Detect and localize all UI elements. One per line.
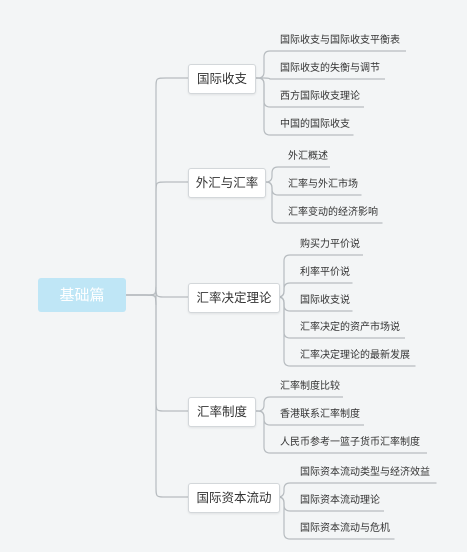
branch-leaf-connector: [277, 482, 437, 498]
leaf-node[interactable]: 购买力平价说: [300, 239, 360, 250]
root-node[interactable]: 基础篇: [38, 278, 126, 312]
leaf-node[interactable]: 中国的国际收支: [280, 119, 350, 130]
leaf-node[interactable]: 利率平价说: [300, 267, 350, 278]
leaf-node[interactable]: 国际收支与国际收支平衡表: [280, 35, 400, 46]
branch-leaf-connector: [256, 77, 385, 80]
leaf-node[interactable]: 汇率决定理论的最新发展: [300, 350, 410, 361]
root-branch-connector: [126, 181, 188, 296]
root-branch-connector: [126, 294, 188, 412]
branch-node[interactable]: 汇率制度: [188, 397, 256, 427]
root-branch-connector: [126, 77, 188, 296]
leaf-node[interactable]: 汇率决定的资产市场说: [300, 322, 400, 333]
branch-leaf-connector: [256, 396, 343, 412]
leaf-node[interactable]: 国际资本流动理论: [300, 495, 380, 506]
branch-leaf-connector: [277, 496, 395, 540]
branch-node[interactable]: 汇率决定理论: [188, 283, 280, 313]
leaf-node[interactable]: 香港联系汇率制度: [280, 409, 360, 420]
leaf-node[interactable]: 国际收支说: [300, 295, 350, 306]
branch-leaf-connector: [265, 181, 383, 224]
branch-leaf-connector: [256, 77, 354, 136]
leaf-node[interactable]: 国际资本流动与危机: [300, 523, 390, 534]
branch-node[interactable]: 国际收支: [188, 64, 256, 94]
leaf-node[interactable]: 人民币参考一篮子货币汇率制度: [280, 437, 420, 448]
leaf-node[interactable]: 西方国际收支理论: [280, 91, 360, 102]
root-branch-connector: [126, 294, 188, 498]
branch-node[interactable]: 外汇与汇率: [188, 168, 266, 198]
branch-leaf-connector: [265, 166, 330, 183]
branch-leaf-connector: [277, 296, 416, 367]
branch-leaf-connector: [277, 282, 353, 298]
branch-node[interactable]: 国际资本流动: [188, 483, 280, 513]
leaf-node[interactable]: 汇率与外汇市场: [288, 179, 358, 190]
leaf-node[interactable]: 国际收支的失衡与调节: [280, 63, 380, 74]
leaf-node[interactable]: 汇率制度比较: [280, 381, 340, 392]
root-branch-connector: [126, 286, 188, 306]
branch-leaf-connector: [256, 410, 427, 454]
leaf-node[interactable]: 国际资本流动类型与经济效益: [300, 467, 430, 478]
leaf-node[interactable]: 汇率变动的经济影响: [288, 207, 378, 218]
leaf-node[interactable]: 外汇概述: [288, 151, 328, 162]
